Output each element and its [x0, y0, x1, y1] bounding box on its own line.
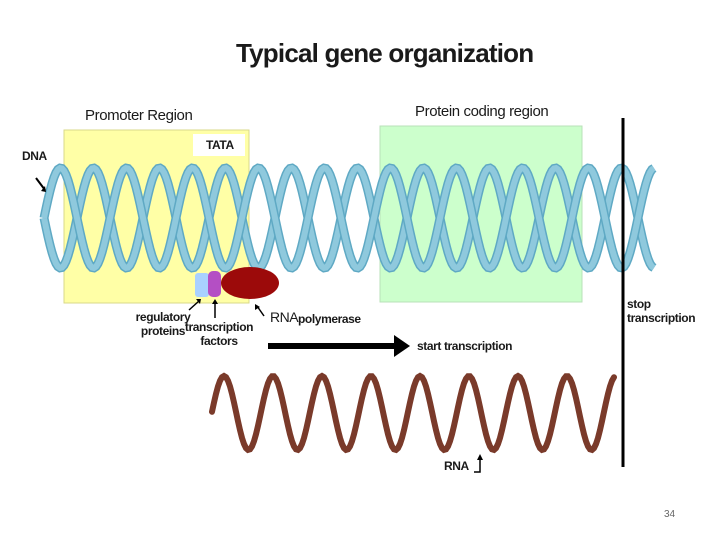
rna-strand [209, 372, 617, 454]
rna-pointer-arrow [474, 458, 481, 473]
dna-strand-2 [41, 164, 656, 272]
transcription-factor-shape [208, 271, 221, 297]
rna-label: RNA [444, 459, 469, 473]
start-transcription-label: start transcription [417, 339, 513, 353]
start-transcription-arrowhead [394, 335, 410, 357]
tata-box [193, 134, 245, 156]
diagram-title: Typical gene organization [236, 38, 534, 68]
rna-pointer-arrowhead [477, 454, 483, 460]
dna-pointer-arrowhead [41, 186, 46, 192]
coding-region-label: Protein coding region [415, 103, 549, 120]
regulatory-proteins-label: regulatory proteins [135, 310, 191, 338]
dna-label: DNA [22, 149, 47, 163]
tata-label: TATA [206, 138, 234, 152]
regulatory-pointer-arrowhead [196, 299, 201, 304]
tf-pointer-arrowhead [212, 299, 218, 304]
stop-transcription-label: stop transcription [627, 297, 696, 325]
transcription-factors-label: transcription factors [184, 320, 254, 348]
rna-polymerase-label: polymerase [298, 312, 361, 326]
regulatory-pointer-arrow [188, 300, 200, 311]
regulatory-protein-shape [195, 273, 209, 297]
rna-polymerase-rna-label: RNA [270, 309, 299, 325]
dna-strand-1 [41, 164, 656, 272]
rna-polymerase-shape [221, 267, 279, 299]
coding-region-box [379, 125, 583, 303]
polymerase-pointer-arrowhead [255, 304, 260, 310]
page-number: 34 [664, 509, 676, 520]
dna-helix [39, 163, 657, 273]
promoter-region-label: Promoter Region [85, 107, 193, 124]
start-transcription-arrow-shaft [268, 343, 396, 349]
